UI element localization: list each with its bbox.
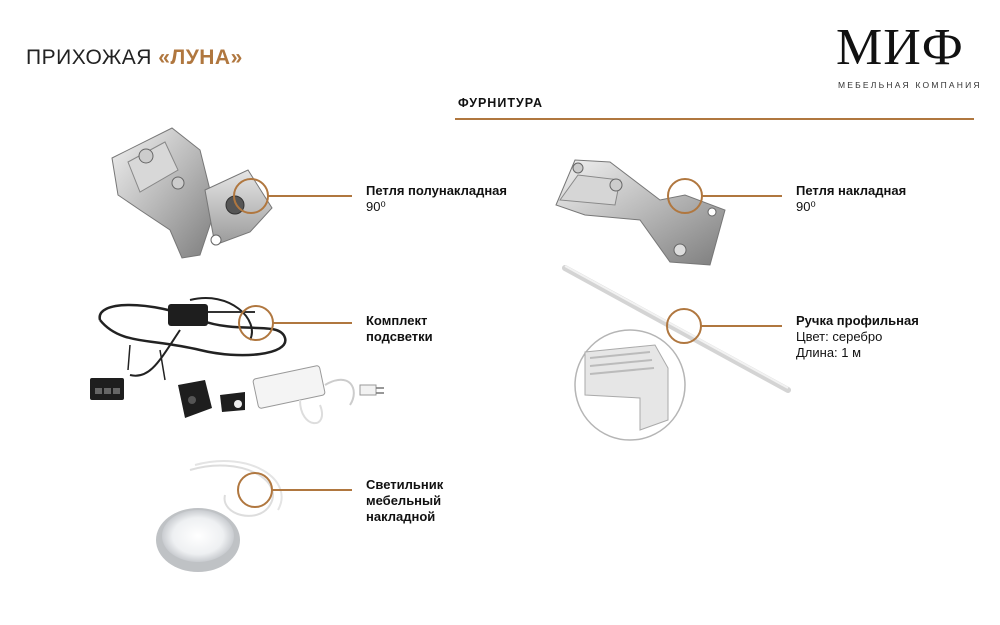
brand-logo: МИФ: [836, 19, 964, 76]
page-title: ПРИХОЖАЯ «ЛУНА»: [26, 46, 243, 70]
luminaire-image: [156, 460, 283, 572]
item-name: Светильник: [366, 477, 444, 492]
hinge-semi-overlay-image: [111, 127, 273, 259]
item-name: Комплект: [366, 313, 428, 328]
label-luminaire: Светильник мебельный накладной: [366, 477, 443, 525]
label-profile-handle: Ручка профильная Цвет: серебро Длина: 1 …: [796, 313, 919, 361]
label-hinge-overlay: Петля накладная 90⁰: [796, 183, 906, 215]
label-hinge-semi-overlay: Петля полунакладная 90⁰: [366, 183, 507, 215]
item-detail: 90⁰: [366, 199, 386, 214]
item-name: Петля полунакладная: [366, 183, 507, 198]
item-name-line3: накладной: [366, 509, 436, 524]
brand-logo-subtitle: МЕБЕЛЬНАЯ КОМПАНИЯ: [838, 80, 982, 90]
item-detail-line2: Длина: 1 м: [796, 345, 862, 360]
item-name-line2: мебельный: [366, 493, 442, 508]
label-led-kit: Комплект подсветки: [366, 313, 433, 345]
led-kit-image: [90, 297, 384, 425]
profile-handle-image: [562, 265, 791, 441]
item-name: Ручка профильная: [796, 313, 919, 328]
title-accent: «ЛУНА»: [158, 46, 243, 69]
item-detail: 90⁰: [796, 199, 816, 214]
hinge-overlay-image: [555, 159, 726, 266]
item-detail: Цвет: серебро: [796, 329, 883, 344]
title-prefix: ПРИХОЖАЯ: [26, 46, 159, 69]
section-divider: [455, 118, 974, 120]
section-title: ФУРНИТУРА: [458, 96, 543, 110]
callouts: [233, 178, 782, 508]
item-name-line2: подсветки: [366, 329, 433, 344]
item-name: Петля накладная: [796, 183, 907, 198]
